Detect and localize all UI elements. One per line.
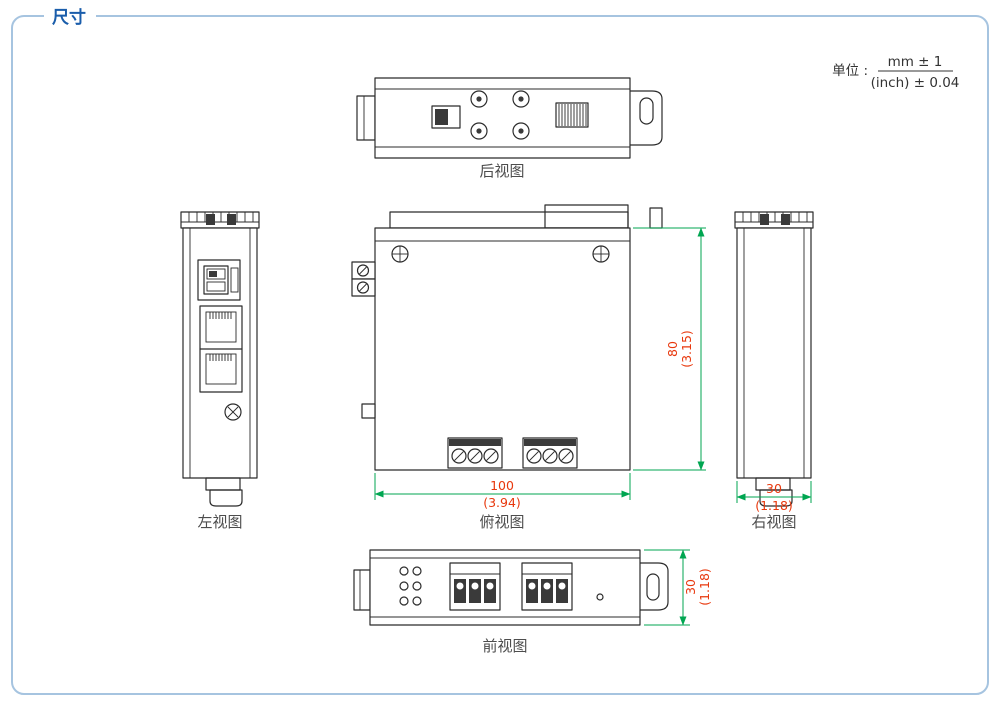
right-width-inch-label: (1.18) — [755, 498, 793, 513]
front-height-inch-label: (1.18) — [697, 568, 712, 606]
rear-din-flange — [629, 90, 663, 146]
rear-view-drawing: 后视图 — [356, 77, 663, 180]
front-view-drawing: 30 (1.18) 前视图 — [353, 549, 712, 655]
page-border — [11, 15, 989, 695]
right-bottom-clip — [755, 477, 793, 507]
rear-din-spring — [555, 102, 589, 128]
front-din-flange — [639, 562, 669, 611]
front-view-label: 前视图 — [482, 637, 527, 655]
front-body — [369, 549, 641, 626]
front-left-latch — [353, 569, 371, 611]
top-din-spring-block — [544, 204, 629, 229]
top-depth-mm-label: 80 — [665, 341, 680, 357]
right-width-mm-label: 30 — [766, 481, 782, 496]
front-terminal-block-1 — [449, 562, 501, 611]
top-view-label: 俯视图 — [479, 513, 524, 531]
rear-view-label: 后视图 — [479, 162, 524, 180]
title-mask — [44, 5, 96, 29]
page-title: 尺寸 — [52, 7, 86, 28]
side-lug — [361, 403, 376, 419]
unit-inch: (inch) ± 0.04 — [871, 75, 960, 91]
rear-screws — [470, 90, 530, 140]
front-terminal-block-2 — [521, 562, 573, 611]
rear-switch — [431, 105, 461, 129]
bottom-terminal-block-2 — [522, 437, 578, 469]
top-width-mm-label: 100 — [490, 478, 514, 493]
right-top-clip — [734, 211, 814, 229]
left-bottom-clip — [205, 477, 243, 507]
top-screw-right — [592, 245, 610, 263]
top-din-bracket — [389, 211, 629, 229]
front-view-dimensions: 30 (1.18) — [644, 549, 712, 626]
front-height-mm-label: 30 — [683, 579, 698, 595]
right-view-drawing: 30 (1.18) 右视图 — [734, 211, 814, 531]
left-body — [182, 227, 258, 479]
left-top-clip — [180, 211, 260, 229]
top-view-drawing: 俯视图 — [351, 204, 663, 531]
grounding-screw — [224, 403, 242, 421]
rear-body — [374, 77, 631, 159]
rj45-ports — [199, 305, 243, 393]
front-din-slot — [646, 573, 660, 601]
top-width-inch-label: (3.94) — [483, 495, 521, 510]
top-din-tab — [649, 207, 663, 229]
top-view-dimensions: 100 (3.94) 80 (3.15) — [374, 227, 706, 510]
reset-hole — [596, 593, 604, 601]
unit-mm: mm ± 1 — [888, 54, 943, 70]
right-view-dimensions: 30 (1.18) — [736, 481, 812, 513]
right-view-label: 右视图 — [751, 513, 796, 531]
top-body — [374, 227, 631, 471]
led-indicators — [399, 566, 422, 606]
unit-label: 单位 : — [832, 63, 868, 79]
unit-note: 单位 : mm ± 1 (inch) ± 0.04 — [832, 54, 959, 91]
rear-din-slot — [639, 97, 654, 125]
rear-left-latch — [356, 95, 376, 141]
top-screw-left — [391, 245, 409, 263]
bottom-terminal-block-1 — [447, 437, 503, 469]
left-view-label: 左视图 — [197, 513, 242, 531]
top-depth-inch-label: (3.15) — [679, 330, 694, 368]
right-body — [736, 227, 812, 479]
side-terminal-block — [351, 261, 376, 297]
fiber-port — [197, 259, 241, 301]
left-view-drawing: 左视图 — [180, 211, 260, 531]
